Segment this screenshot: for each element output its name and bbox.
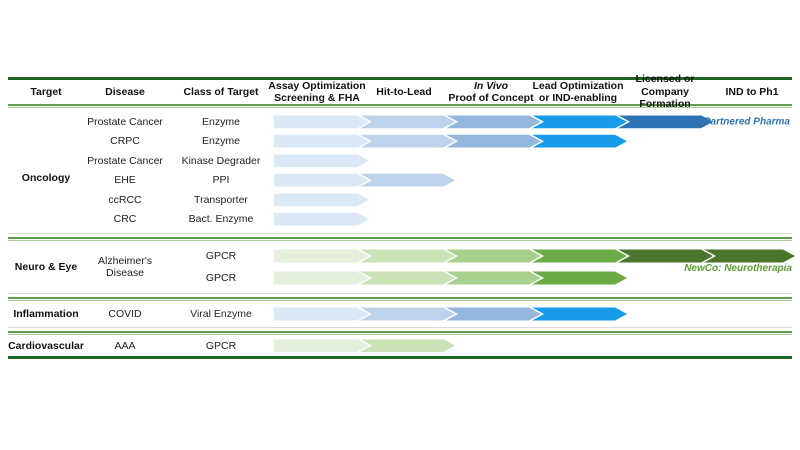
header-hit-to-lead: Hit-to-Lead <box>376 85 432 98</box>
class-of-target-cell: Kinase Degrader <box>181 154 261 167</box>
newco-annotation: NewCo: Neurotherapia <box>684 263 792 274</box>
pipeline-stage-arrow <box>446 272 541 285</box>
pipeline-stage-arrow <box>704 250 795 263</box>
pipeline-row: EHE PPI <box>8 171 792 191</box>
disease-cell: EHE <box>114 174 136 187</box>
pipeline-stage-arrow <box>618 115 713 128</box>
pipeline-stage-arrow <box>274 308 369 321</box>
pipeline-stage-arrow <box>446 135 541 148</box>
disease-group-cell: Alzheimer's Disease <box>98 255 152 279</box>
disease-cell: COVID <box>108 308 142 320</box>
header-class-of-target: Class of Target <box>183 85 259 98</box>
class-of-target-cell: Viral Enzyme <box>190 308 252 320</box>
section-oncology: Oncology Prostate Cancer Enzyme Partnere… <box>8 108 792 233</box>
class-of-target-cell: GPCR <box>205 250 237 262</box>
disease-cell: ccRCC <box>108 193 142 206</box>
pipeline-stage-arrow <box>274 272 369 285</box>
pipeline-stage-arrow <box>360 272 455 285</box>
partnered-pharma-annotation: Partnered Pharma <box>703 116 790 128</box>
pipeline-stage-arrow <box>446 250 541 263</box>
table-top-rule <box>8 77 792 80</box>
header-separator <box>8 104 792 108</box>
pipeline-stage-arrow <box>274 154 369 167</box>
section-cardiovascular: Cardiovascular AAA GPCR <box>8 335 792 356</box>
section-separator <box>8 327 792 335</box>
pipeline-row: Prostate Cancer Enzyme Partnered Pharma <box>8 112 792 132</box>
pipeline-stage-arrow <box>360 174 455 187</box>
disease-cell: Prostate Cancer <box>87 154 163 167</box>
stage-arrow-track <box>274 245 790 267</box>
pipeline-stage-arrow <box>360 115 455 128</box>
pipeline-row: COVID Viral Enzyme <box>8 302 792 326</box>
stage-arrow-track <box>274 267 790 289</box>
section-label-inflammation: Inflammation <box>13 308 79 320</box>
stage-arrow-track: Partnered Pharma <box>274 112 790 132</box>
class-of-target-cell: Enzyme <box>202 135 240 148</box>
pipeline-stage-arrow <box>274 193 369 206</box>
class-of-target-cell: PPI <box>212 174 230 187</box>
table-bottom-rule <box>8 356 792 359</box>
pipeline-stage-arrow <box>274 250 369 263</box>
class-of-target-cell: Transporter <box>194 193 248 206</box>
section-label-neuro-eye: Neuro & Eye <box>14 261 78 273</box>
pipeline-stage-arrow <box>532 115 627 128</box>
stage-arrow-track <box>274 151 790 171</box>
disease-cell: AAA <box>114 339 136 352</box>
section-inflammation: Inflammation COVID Viral Enzyme <box>8 301 792 327</box>
pipeline-stage-arrow <box>274 115 369 128</box>
class-of-target-cell: Bact. Enzyme <box>188 213 254 226</box>
stage-arrow-track <box>274 336 790 355</box>
header-ind-to-ph1: IND to Ph1 <box>725 85 779 98</box>
pipeline-stage-arrow <box>360 339 455 352</box>
pipeline-row: AAA GPCR <box>8 336 792 355</box>
table-header-row: Target Disease Class of Target Assay Opt… <box>8 73 792 111</box>
disease-cell: CRPC <box>110 135 140 148</box>
stage-arrow-track <box>274 210 790 230</box>
pipeline-stage-arrow <box>274 174 369 187</box>
pipeline-stage-arrow <box>446 115 541 128</box>
pipeline-stage-arrow <box>532 250 627 263</box>
pipeline-stage-arrow <box>532 272 627 285</box>
disease-cell: CRC <box>113 213 137 226</box>
disease-cell: Prostate Cancer <box>87 115 163 128</box>
stage-arrow-track <box>274 190 790 210</box>
section-separator <box>8 233 792 241</box>
pipeline-row: GPCR <box>8 245 792 267</box>
pipeline-table: Target Disease Class of Target Assay Opt… <box>8 73 792 359</box>
class-of-target-cell: Enzyme <box>202 115 240 128</box>
pipeline-row: GPCR <box>8 267 792 289</box>
pipeline-stage-arrow <box>360 308 455 321</box>
pipeline-row: CRC Bact. Enzyme <box>8 210 792 230</box>
pipeline-stage-arrow <box>274 213 369 226</box>
section-neuro-eye: Neuro & Eye Alzheimer's Disease NewCo: N… <box>8 241 792 293</box>
pipeline-row: ccRCC Transporter <box>8 190 792 210</box>
pipeline-stage-arrow <box>360 250 455 263</box>
pipeline-stage-arrow <box>274 339 369 352</box>
pipeline-stage-arrow <box>446 308 541 321</box>
header-disease: Disease <box>105 85 145 98</box>
header-target: Target <box>30 85 62 98</box>
pipeline-stage-arrow <box>618 250 713 263</box>
section-separator <box>8 293 792 301</box>
pipeline-stage-arrow <box>532 135 627 148</box>
class-of-target-cell: GPCR <box>205 339 237 352</box>
pipeline-row: CRPC Enzyme <box>8 132 792 152</box>
pipeline-stage-arrow <box>274 135 369 148</box>
section-label-cardiovascular: Cardiovascular <box>8 339 84 352</box>
stage-arrow-track <box>274 132 790 152</box>
pipeline-stage-arrow <box>360 135 455 148</box>
class-of-target-cell: GPCR <box>205 272 237 284</box>
stage-arrow-track <box>274 302 790 326</box>
pipeline-stage-arrow <box>532 308 627 321</box>
section-label-oncology: Oncology <box>21 171 71 184</box>
stage-arrow-track <box>274 171 790 191</box>
pipeline-row: Prostate Cancer Kinase Degrader <box>8 151 792 171</box>
